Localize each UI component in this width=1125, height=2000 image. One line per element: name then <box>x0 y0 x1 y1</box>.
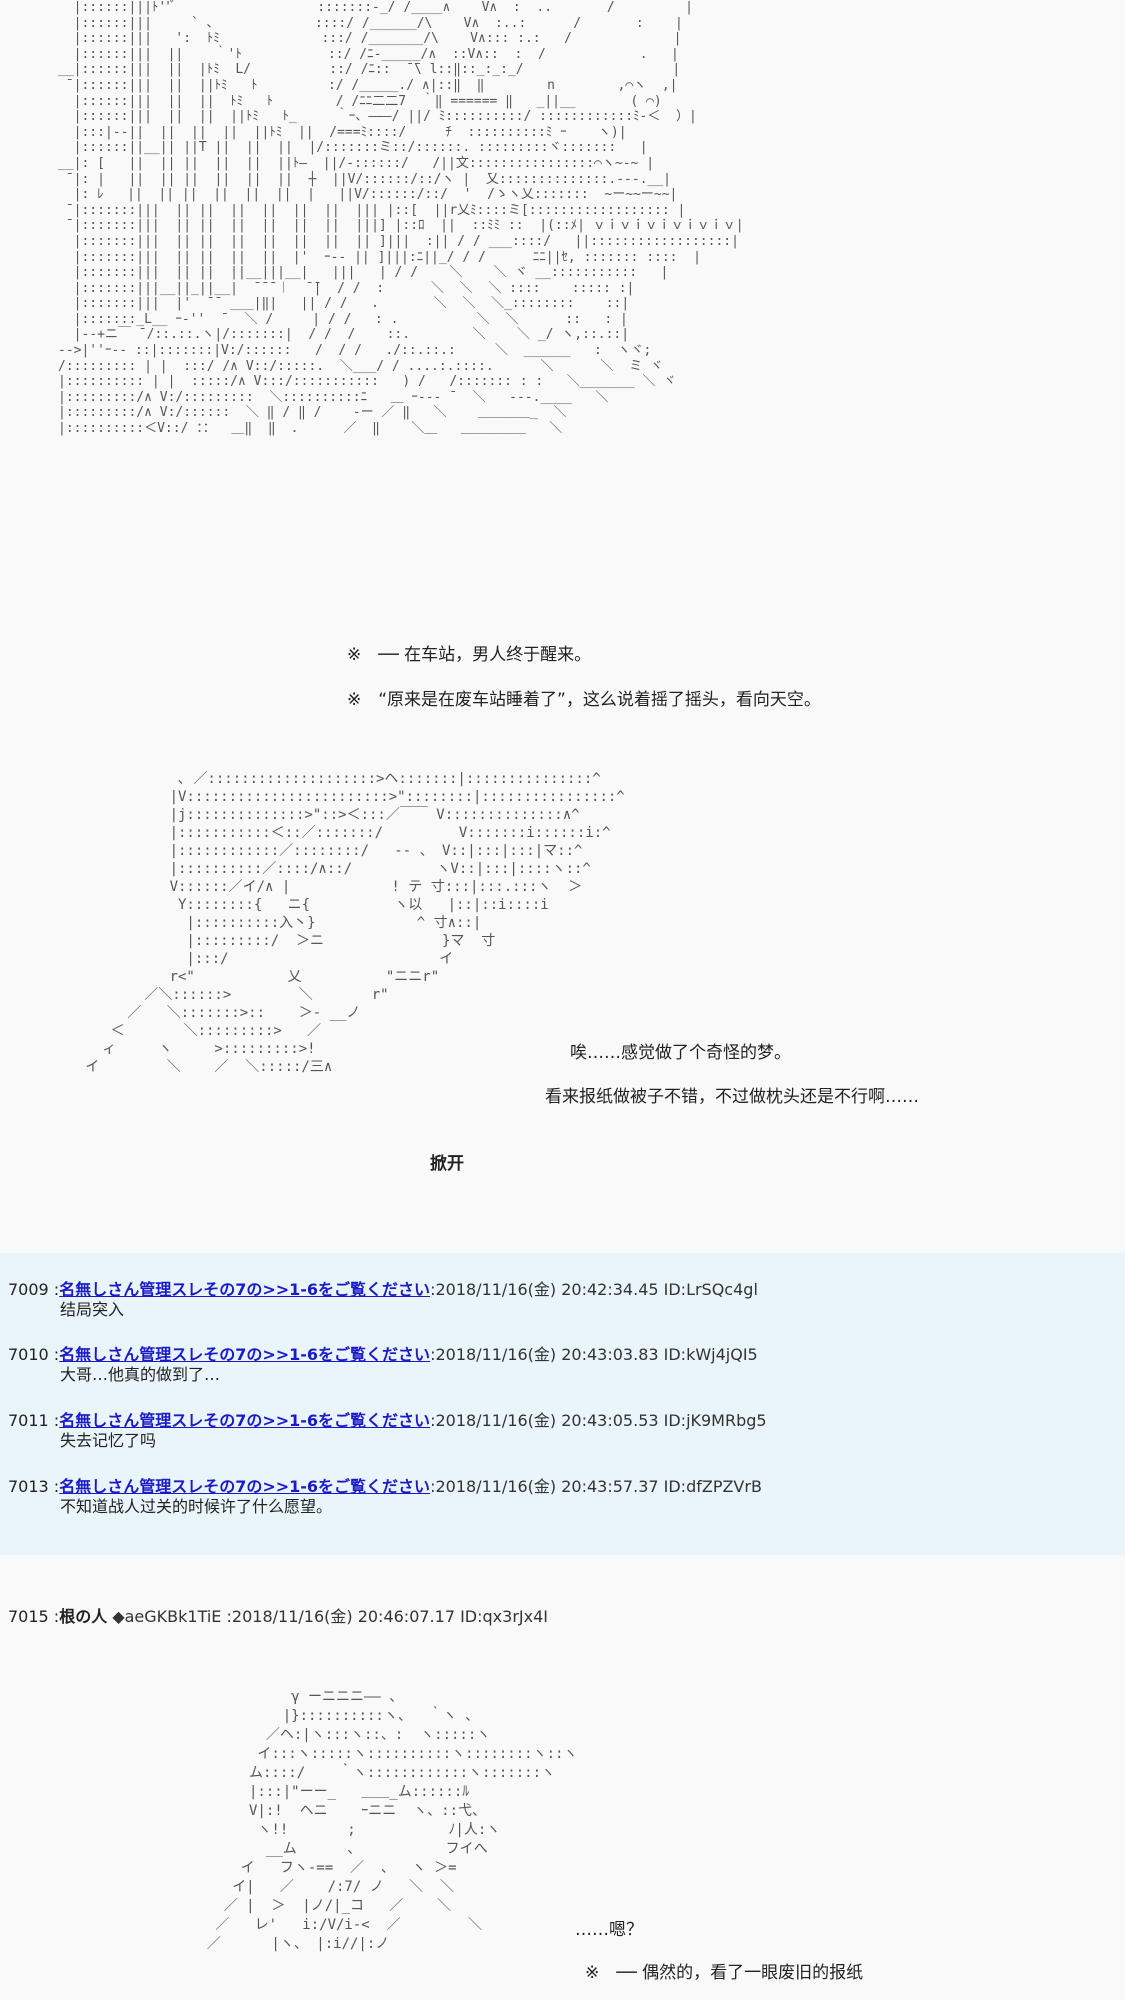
ascii-art-station-scene: |::::::|||ﾄ''ﾞ :::::::-_/ /____∧ V∧ : ..… <box>58 0 744 437</box>
poster-name-link[interactable]: 名無しさん管理スレその7の>>1-6をご覧ください <box>59 1411 431 1430</box>
post-number: 7011 <box>8 1411 49 1430</box>
post-meta: :2018/11/16(金) 20:43:05.53 ID:jK9MRbg5 <box>430 1411 767 1430</box>
ascii-art-man-reading: γ ーニニニ―― 、 |}::::::::::ヽ、 ｀ヽ 、 ／ヘ:|ヽ:::ヽ… <box>206 1689 578 1952</box>
post-body: 失去记忆了吗 <box>60 1431 157 1450</box>
dialogue-line-1: 唉……感觉做了个奇怪的梦。 <box>570 1043 791 1063</box>
owner-line-1: ……嗯？ <box>575 1920 643 1940</box>
poster-trip: ◆aeGKBk1TiE <box>112 1607 222 1626</box>
reply-post: 7009 :名無しさん管理スレその7の>>1-6をご覧ください:2018/11/… <box>8 1280 758 1319</box>
post-number: 7013 <box>8 1477 49 1496</box>
replies-section <box>0 1253 1125 1555</box>
owner-post-header: 7015 :根の人 ◆aeGKBk1TiE :2018/11/16(金) 20:… <box>8 1607 548 1626</box>
reply-post: 7013 :名無しさん管理スレその7の>>1-6をご覧ください:2018/11/… <box>8 1477 762 1516</box>
poster-name-link[interactable]: 名無しさん管理スレその7の>>1-6をご覧ください <box>59 1477 431 1496</box>
poster-name-link[interactable]: 名無しさん管理スレその7の>>1-6をご覧ください <box>59 1280 431 1299</box>
narration-line-2: ※ “原来是在废车站睡着了”，这么说着摇了摇头，看向天空。 <box>347 690 821 710</box>
post-number: 7010 <box>8 1345 49 1364</box>
post-number: 7015 <box>8 1607 49 1626</box>
post-body: 不知道战人过关的时候许了什么愿望。 <box>60 1497 333 1516</box>
poster-name: 根の人 <box>59 1607 108 1626</box>
poster-name-link[interactable]: 名無しさん管理スレその7の>>1-6をご覧ください <box>59 1345 431 1364</box>
sound-effect-text: 掀开 <box>430 1154 464 1174</box>
reply-post: 7011 :名無しさん管理スレその7の>>1-6をご覧ください:2018/11/… <box>8 1411 767 1450</box>
post-meta: :2018/11/16(金) 20:43:57.37 ID:dfZPZVrB <box>430 1477 762 1496</box>
post-body: 结局突入 <box>60 1300 125 1319</box>
post-meta: :2018/11/16(金) 20:46:07.17 ID:qx3rJx4I <box>226 1607 548 1626</box>
post-meta: :2018/11/16(金) 20:43:03.83 ID:kWj4jQI5 <box>430 1345 758 1364</box>
post-body: 大哥…他真的做到了… <box>60 1365 221 1384</box>
reply-post: 7010 :名無しさん管理スレその7の>>1-6をご覧ください:2018/11/… <box>8 1345 758 1384</box>
dialogue-line-2: 看来报纸做被子不错，不过做枕头还是不行啊…… <box>545 1087 919 1107</box>
ascii-art-man-waking: ､ ／::::::::::::::::::::>ヘ:::::::|:::::::… <box>85 771 625 1075</box>
narration-line-1: ※ ── 在车站，男人终于醒来。 <box>347 645 592 665</box>
post-meta: :2018/11/16(金) 20:42:34.45 ID:LrSQc4gl <box>430 1280 758 1299</box>
post-number: 7009 <box>8 1280 49 1299</box>
owner-line-2: ※ ── 偶然的，看了一眼废旧的报纸 <box>585 1963 864 1983</box>
